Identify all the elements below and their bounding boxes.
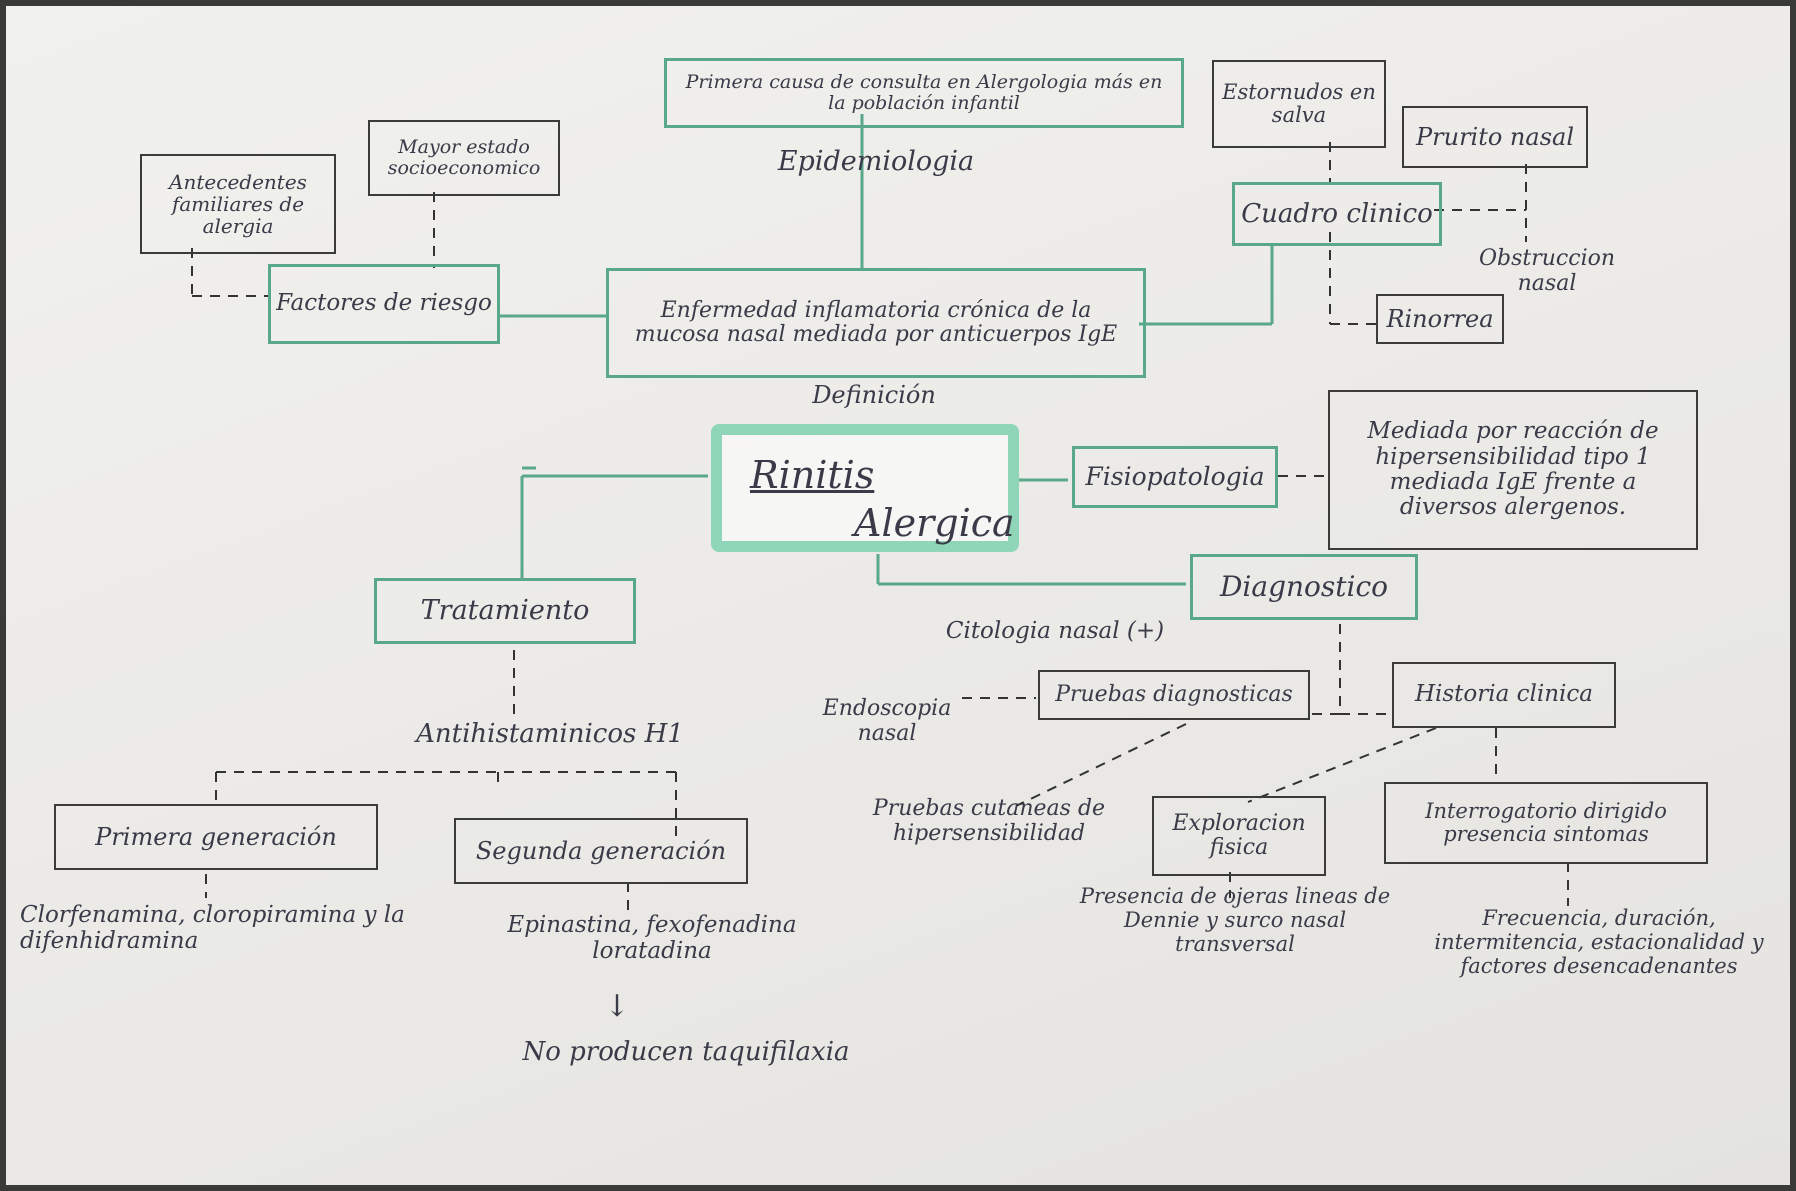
taquifilaxia-text: No producen taquifilaxia — [522, 1037, 850, 1067]
exploracion-detail: Presencia de ojeras lineas de Dennie y s… — [1079, 884, 1391, 957]
fisiopatologia-title: Fisiopatologia — [1085, 462, 1265, 492]
pruebas-text: Pruebas diagnosticas — [1055, 681, 1293, 707]
primera-detail: Clorfenamina, cloropiramina y la difenhi… — [20, 902, 405, 955]
prurito-text: Prurito nasal — [1415, 122, 1574, 151]
epidemiologia-label: Epidemiologia — [777, 146, 975, 177]
segunda-generacion-box: Segunda generación — [454, 818, 748, 884]
historia-box: Historia clinica — [1392, 662, 1616, 728]
epidemiologia-box: Primera causa de consulta en Alergologia… — [664, 58, 1184, 128]
paper-sheet: Primera causa de consulta en Alergologia… — [6, 6, 1790, 1185]
tratamiento-box: Tratamiento — [374, 578, 636, 644]
interrogatorio-box: Interrogatorio dirigido presencia sintom… — [1384, 782, 1708, 864]
prurito-box: Prurito nasal — [1402, 106, 1588, 168]
socioeconomico-box: Mayor estado socioeconomico — [368, 120, 560, 196]
interrogatorio-text: Interrogatorio dirigido presencia sintom… — [1425, 798, 1667, 846]
diagnostico-box: Diagnostico — [1190, 554, 1418, 620]
cuadro-clinico-box: Cuadro clinico — [1232, 182, 1442, 246]
factores-box: Factores de riesgo — [268, 264, 500, 344]
epidemiologia-text: Primera causa de consulta en Alergologia… — [685, 71, 1163, 114]
dash-exploracion — [1247, 727, 1437, 803]
antecedentes-text: Antecedentes familiares de alergia — [169, 170, 307, 238]
pruebas-box: Pruebas diagnosticas — [1038, 670, 1310, 720]
definicion-box: Enfermedad inflamatoria crónica de la mu… — [606, 268, 1146, 378]
center-line1: Rinitis — [750, 453, 875, 497]
cutaneas-text: Pruebas cutaneas de hipersensibilidad — [872, 796, 1106, 847]
arrow-down-icon: ↓ — [604, 989, 630, 1024]
factores-title: Factores de riesgo — [276, 290, 492, 317]
endoscopia-text: Endoscopia nasal — [822, 696, 952, 747]
socioeconomico-text: Mayor estado socioeconomico — [387, 136, 541, 179]
definicion-text: Enfermedad inflamatoria crónica de la mu… — [634, 297, 1118, 347]
tratamiento-title: Tratamiento — [420, 595, 590, 627]
fisiopatologia-box: Fisiopatologia — [1072, 446, 1278, 508]
obstruccion-text: Obstruccion nasal — [1478, 246, 1616, 297]
historia-text: Historia clinica — [1414, 681, 1594, 708]
citologia-text: Citologia nasal (+) — [945, 618, 1165, 644]
segunda-detail: Epinastina, fexofenadina loratadina — [507, 912, 797, 965]
estornudos-text: Estornudos en salva — [1222, 79, 1376, 127]
diagnostico-title: Diagnostico — [1219, 569, 1389, 603]
cuadro-clinico-title: Cuadro clinico — [1241, 198, 1433, 229]
definicion-label: Definición — [812, 381, 936, 409]
primera-generacion-box: Primera generación — [54, 804, 378, 870]
rinorrea-box: Rinorrea — [1376, 294, 1504, 344]
segunda-generacion-text: Segunda generación — [475, 836, 727, 865]
dash-cutaneas — [1015, 723, 1187, 807]
fisiopatologia-detail-box: Mediada por reacción de hipersensibilida… — [1328, 390, 1698, 550]
antecedentes-box: Antecedentes familiares de alergia — [140, 154, 336, 254]
fisiopatologia-detail: Mediada por reacción de hipersensibilida… — [1367, 418, 1659, 521]
exploracion-box: Exploracion fisica — [1152, 796, 1326, 876]
estornudos-box: Estornudos en salva — [1212, 60, 1386, 148]
interrogatorio-detail: Frecuencia, duración, intermitencia, est… — [1434, 906, 1764, 979]
primera-generacion-text: Primera generación — [95, 822, 337, 851]
rinitis-alergica-node: Rinitis Alergica — [711, 424, 1019, 552]
antihistaminicos-text: Antihistaminicos H1 — [416, 719, 684, 749]
center-line2: Alergica — [854, 501, 1015, 545]
rinorrea-text: Rinorrea — [1386, 304, 1494, 333]
connector-lines — [191, 114, 1569, 912]
exploracion-text: Exploracion fisica — [1172, 810, 1306, 860]
